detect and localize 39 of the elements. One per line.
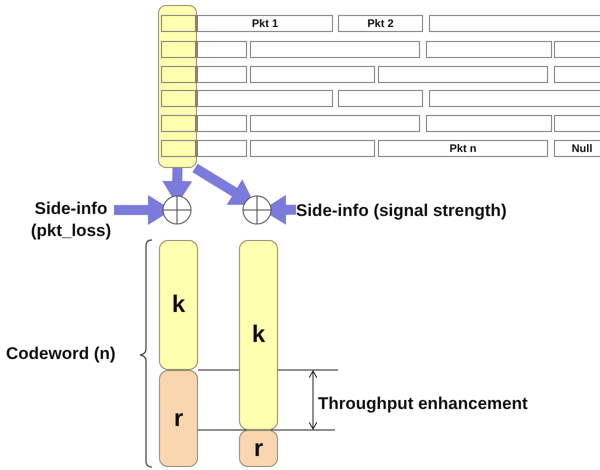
circled-plus-symbol	[242, 195, 272, 225]
packet-box	[250, 41, 420, 58]
packet-box	[554, 66, 600, 83]
packet-cell	[160, 114, 196, 132]
packet-box	[250, 140, 375, 157]
packet-box	[250, 115, 420, 132]
packet-box	[197, 90, 333, 107]
packet-box	[378, 66, 548, 83]
redundancy-block: r	[159, 370, 198, 467]
packet-box	[197, 140, 247, 157]
packet-box: Pkt n	[378, 140, 548, 157]
packet-cell	[160, 90, 196, 106]
data-block: k	[159, 240, 198, 370]
packet-box	[338, 90, 423, 107]
packet-box: Null	[554, 140, 600, 157]
packet-box	[429, 90, 600, 107]
codeword-label: Codeword (n)	[6, 344, 116, 364]
packet-box	[250, 66, 375, 83]
side-info-label: Side-info (pkt_loss)	[28, 195, 114, 245]
packet-cell	[160, 66, 196, 82]
packet-box	[554, 41, 600, 58]
circled-plus-symbol	[162, 195, 192, 225]
packet-box: Pkt 1	[197, 15, 333, 32]
packet-box	[426, 115, 552, 132]
redundancy-block: r	[239, 430, 278, 467]
packet-box	[197, 66, 247, 83]
packet-column	[158, 5, 197, 168]
side-info-label: Side-info (signal strength)	[296, 199, 568, 223]
packet-cell	[160, 140, 196, 156]
packet-box	[197, 115, 247, 132]
packet-cell	[160, 14, 196, 32]
packet-box	[197, 41, 247, 58]
packet-box	[426, 41, 552, 58]
data-block: k	[239, 240, 278, 430]
packet-box	[429, 15, 600, 32]
packet-box	[554, 115, 600, 132]
packet-cell	[160, 40, 196, 58]
throughput-label: Throughput enhancement	[318, 394, 528, 414]
packet-box: Pkt 2	[338, 15, 423, 32]
